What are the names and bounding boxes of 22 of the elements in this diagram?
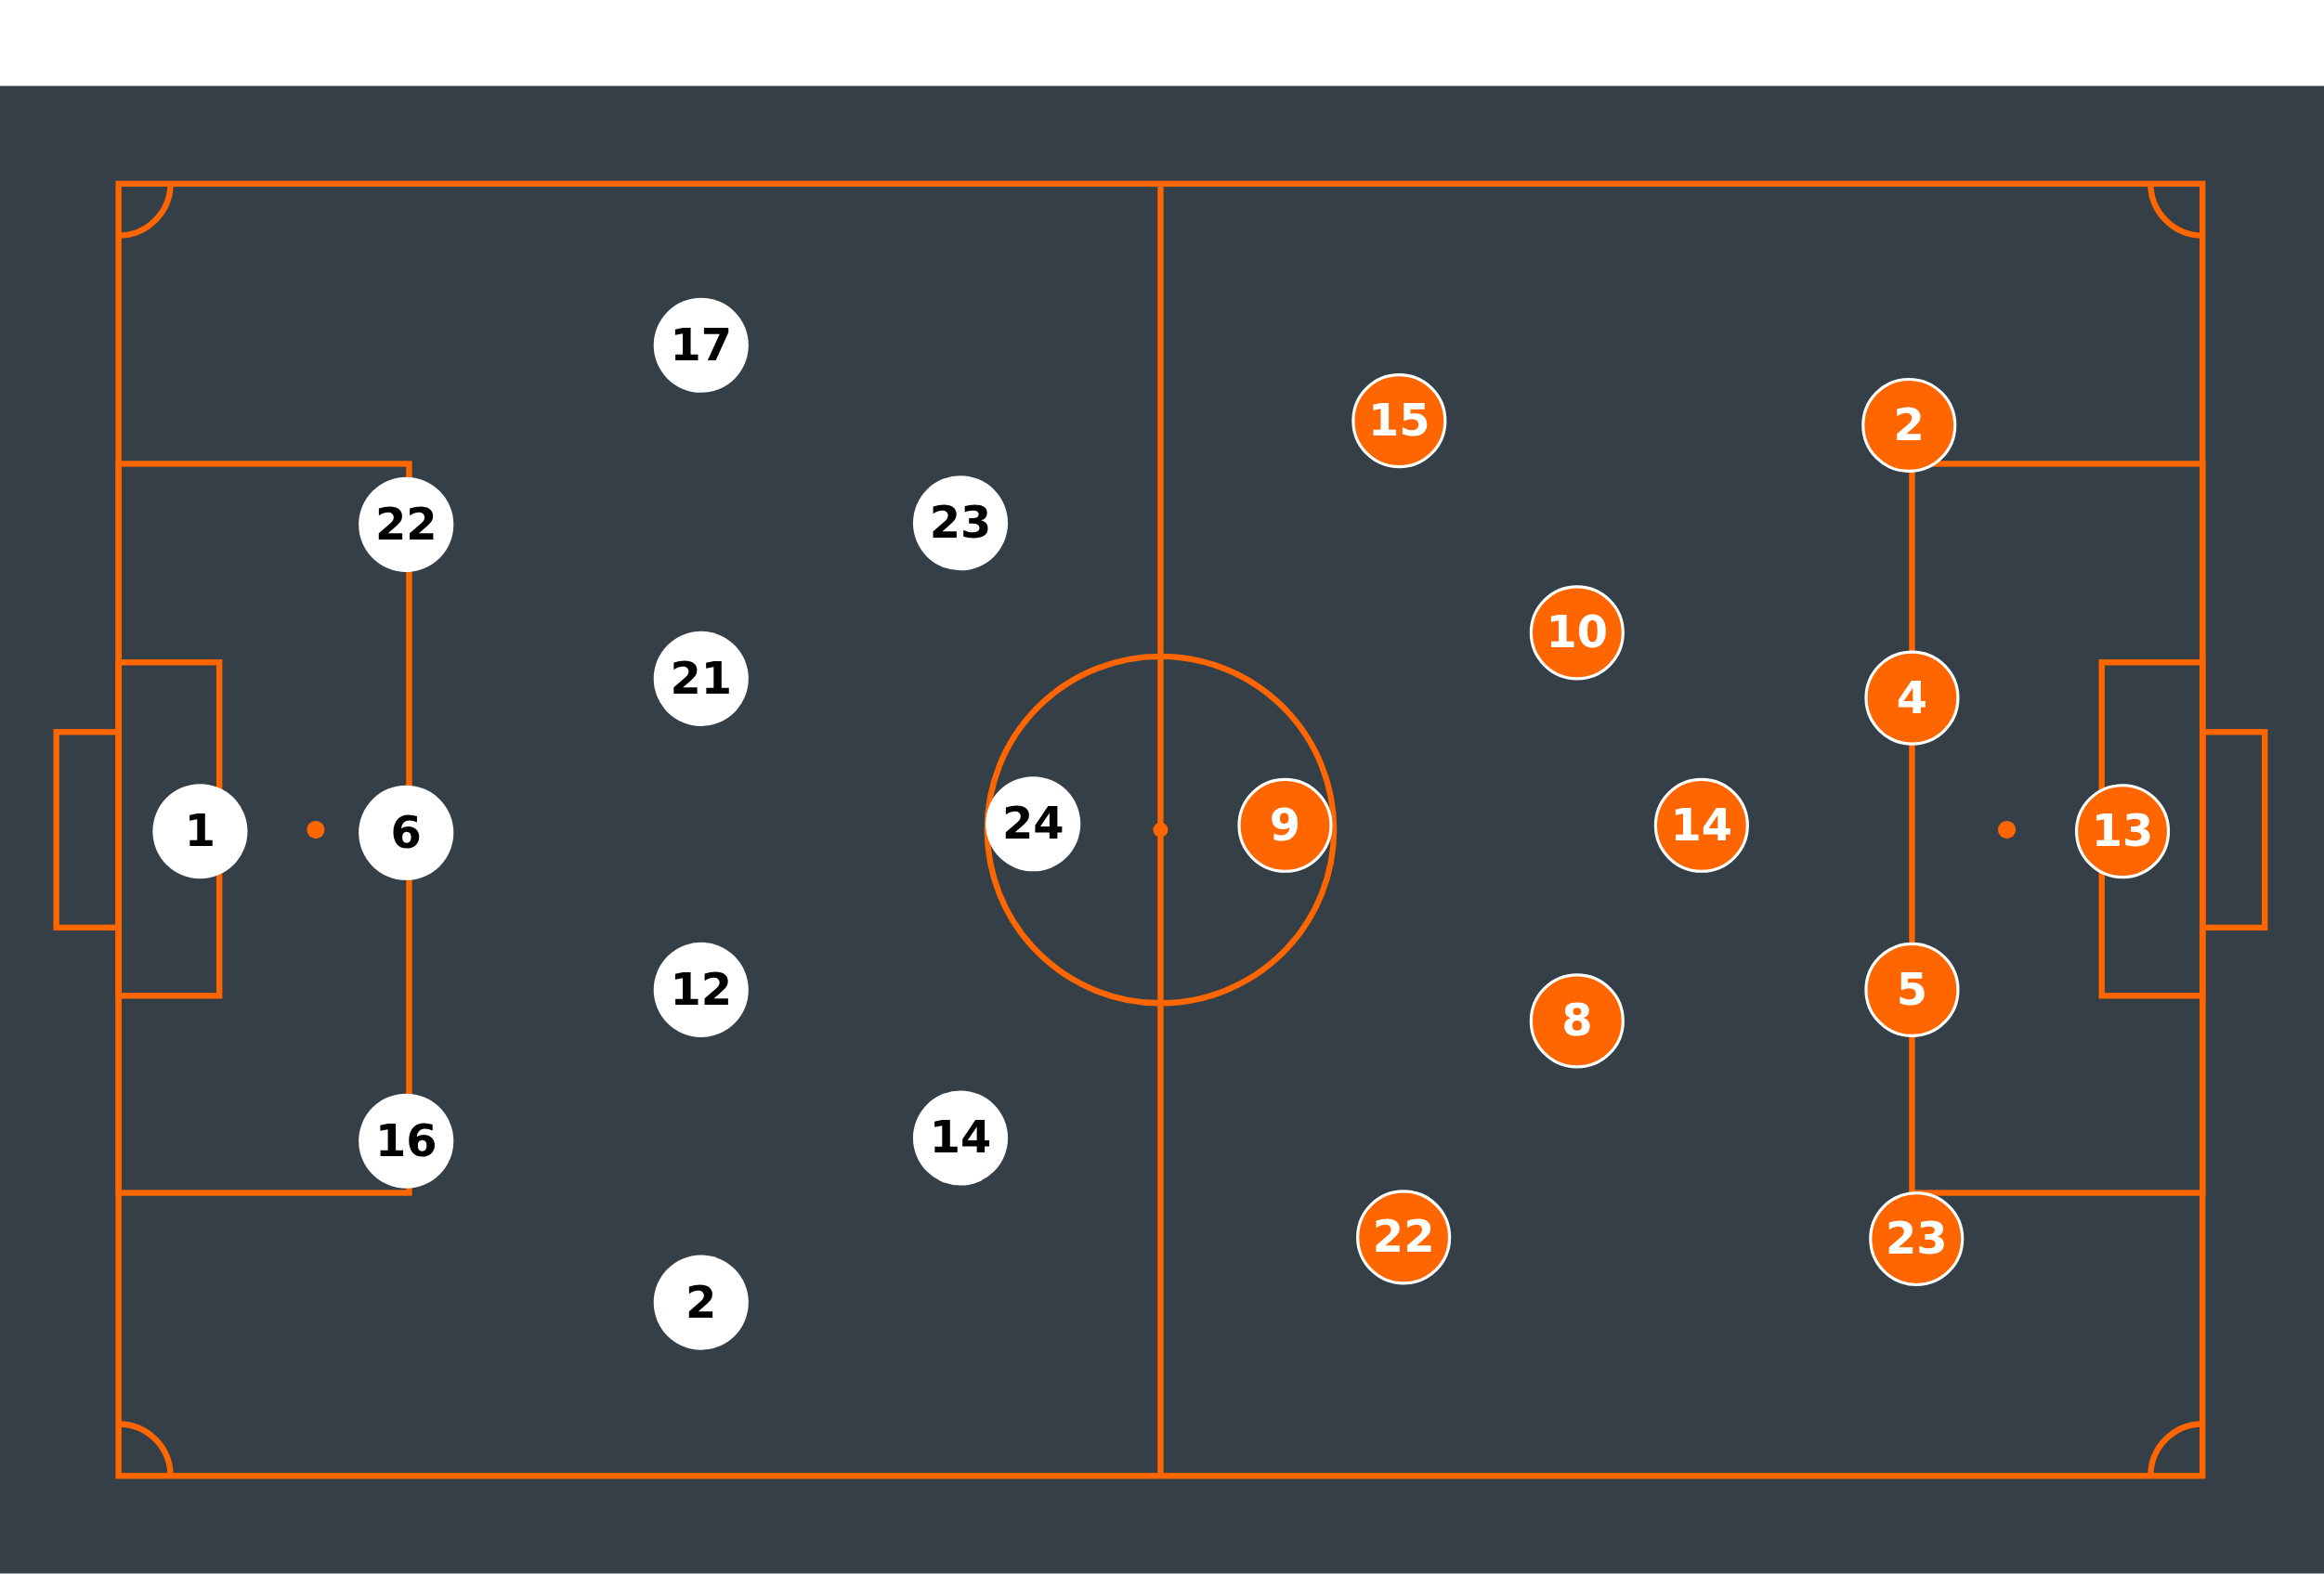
shirt-number: 6 bbox=[390, 810, 422, 855]
shirt-number: 23 bbox=[929, 501, 992, 546]
shirt-number: 22 bbox=[1372, 1215, 1435, 1260]
shirt-number: 12 bbox=[670, 968, 733, 1012]
shirt-number: 16 bbox=[374, 1118, 437, 1164]
shirt-number: 4 bbox=[1896, 675, 1928, 721]
shirt-number: 24 bbox=[1001, 801, 1064, 847]
shirt-number: 2 bbox=[1893, 403, 1925, 448]
shirt-number: 8 bbox=[1561, 998, 1593, 1044]
shirt-number: 9 bbox=[1269, 802, 1301, 848]
shirt-number: 5 bbox=[1896, 968, 1928, 1012]
shirt-number: 21 bbox=[670, 656, 733, 701]
shirt-number: 10 bbox=[1546, 610, 1609, 656]
shirt-number: 17 bbox=[670, 322, 733, 368]
shirt-number: 1 bbox=[184, 809, 216, 854]
shirt-number: 14 bbox=[1670, 802, 1733, 848]
shirt-number: 23 bbox=[1885, 1216, 1948, 1261]
shirt-number: 14 bbox=[929, 1115, 992, 1161]
shirt-number: 15 bbox=[1368, 398, 1430, 444]
shirt-number: 22 bbox=[374, 501, 437, 547]
shirt-number: 2 bbox=[685, 1280, 717, 1325]
shirt-number: 13 bbox=[2091, 809, 2154, 854]
